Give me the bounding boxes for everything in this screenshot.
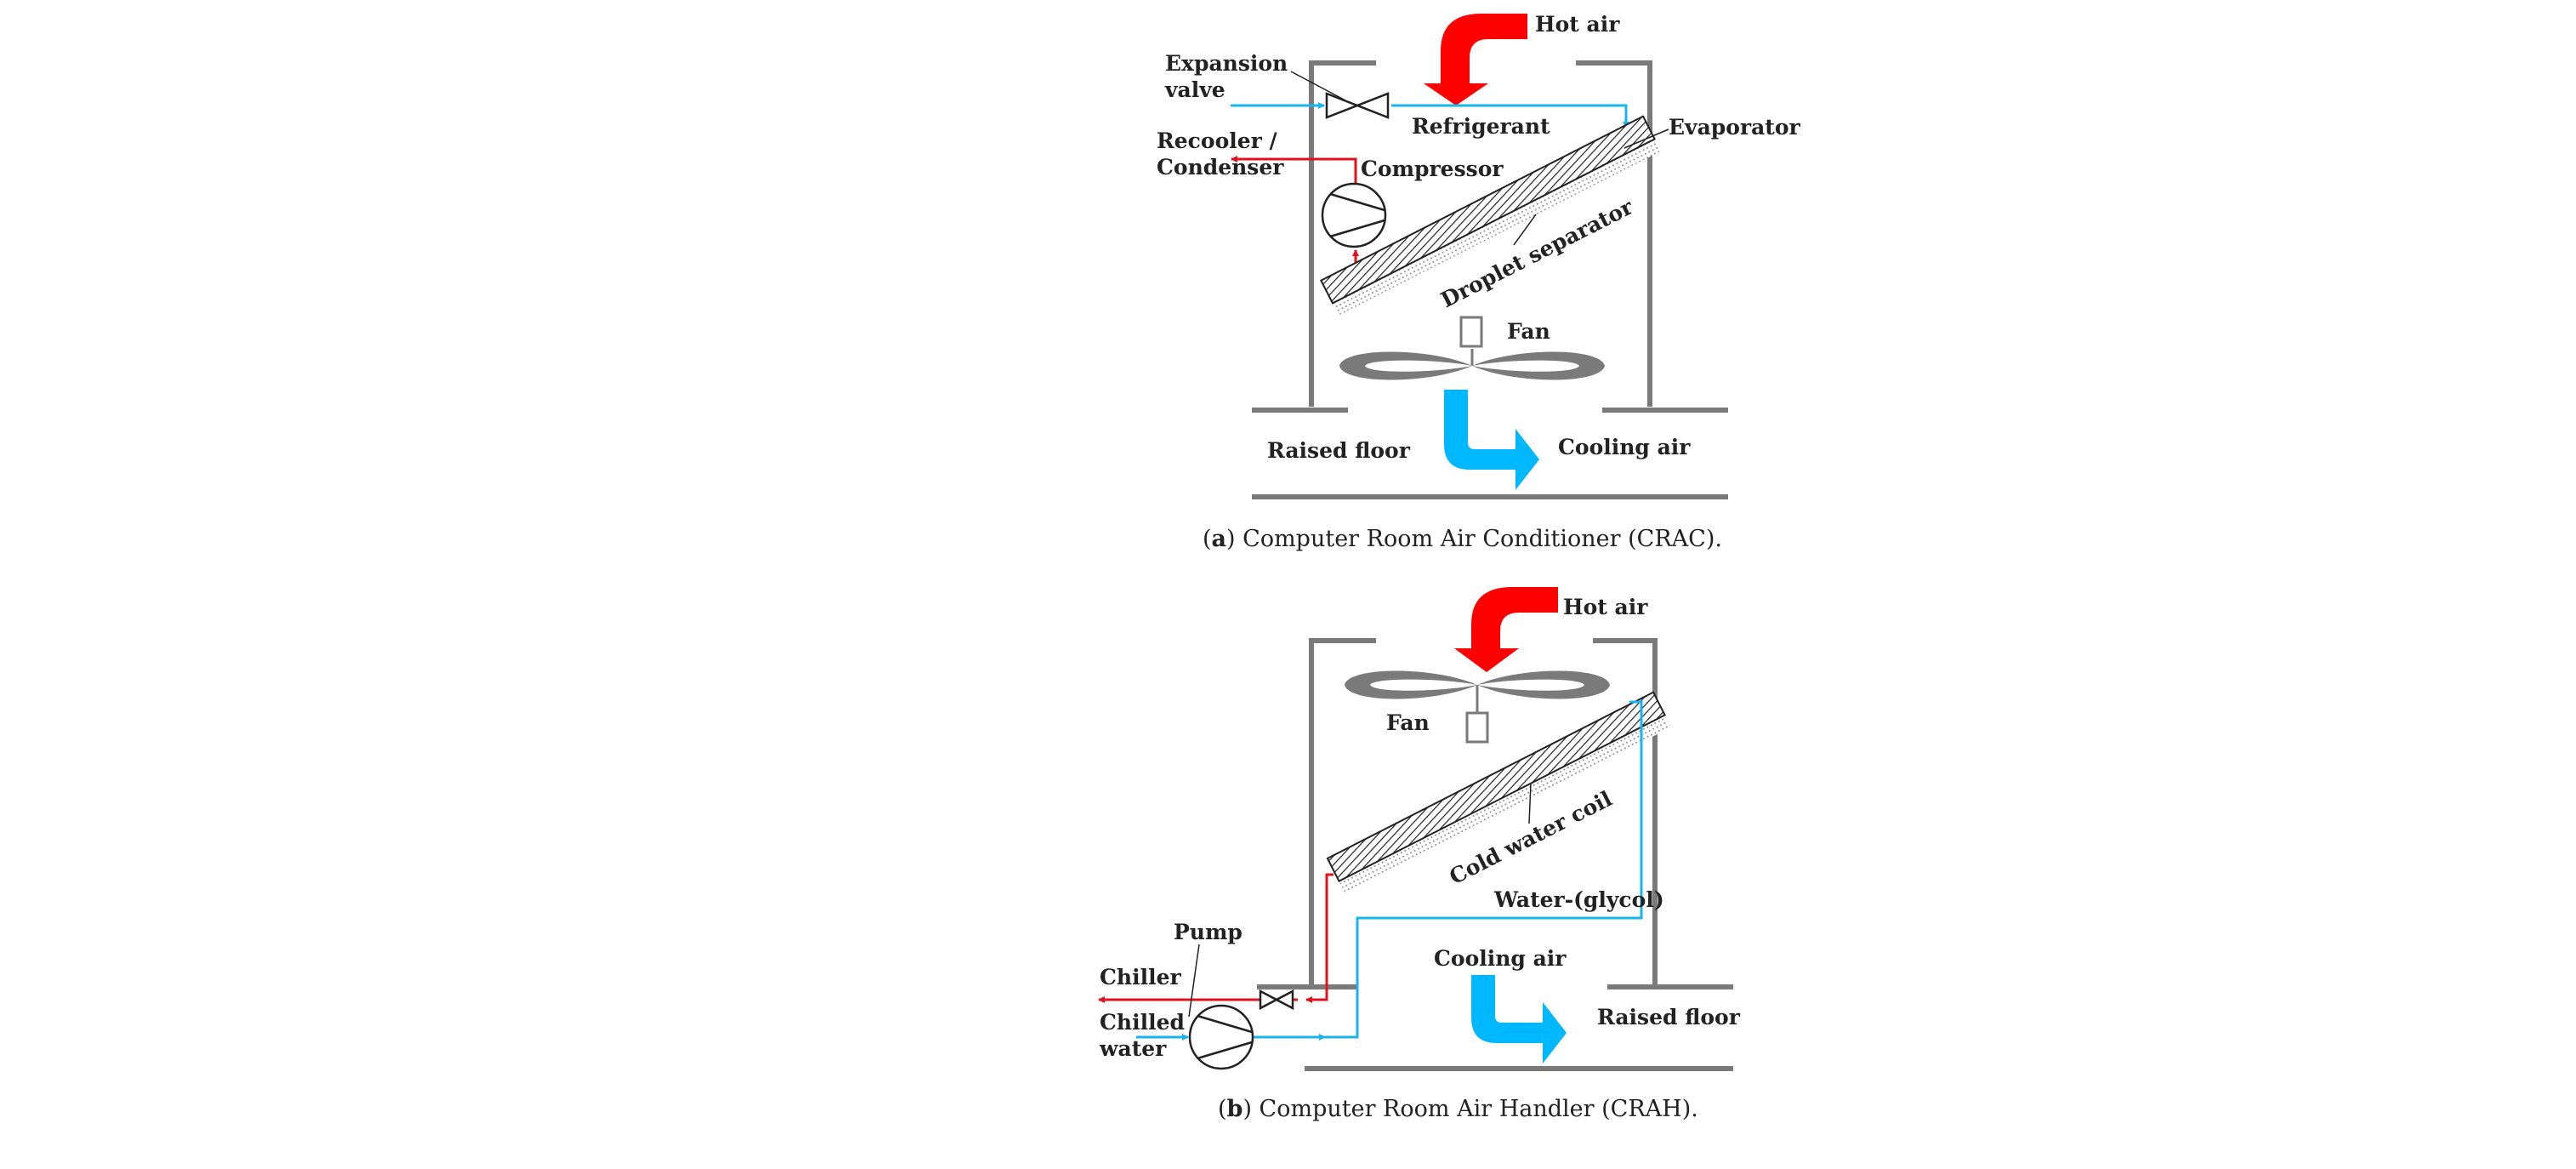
crah-raised-floor-label: Raised floor <box>1597 1005 1741 1029</box>
expansion-valve-label: Expansion <box>1165 51 1288 76</box>
evaporator-label: Evaporator <box>1669 115 1801 140</box>
crah-hot-air-label: Hot air <box>1563 595 1648 619</box>
chilled-water-label-2: water <box>1099 1036 1167 1061</box>
compressor-icon <box>1321 182 1387 248</box>
crah-valve-icon <box>1259 989 1294 1011</box>
cold-water-coil <box>1326 691 1671 893</box>
crah-housing <box>1257 638 1733 1071</box>
refrigerant-label: Refrigerant <box>1412 114 1550 139</box>
chiller-label: Chiller <box>1100 965 1181 989</box>
crac-leader-lines <box>1290 71 1669 246</box>
crah-fan-label: Fan <box>1386 710 1430 735</box>
crac-raised-floor-label: Raised floor <box>1267 438 1411 463</box>
crah-cooling-air-arrow <box>1471 975 1567 1064</box>
evaporator-coil <box>1320 115 1661 316</box>
crah-caption: (b) Computer Room Air Handler (CRAH). <box>1218 1096 1698 1122</box>
recooler-label: Recooler / <box>1157 128 1278 153</box>
crac-cooling-air-label: Cooling air <box>1558 435 1691 459</box>
condenser-label: Condenser <box>1157 155 1284 180</box>
crac-diagram: Hot air Expansion valve Refrigerant Evap… <box>1157 12 1801 552</box>
crac-caption: (a) Computer Room Air Conditioner (CRAC)… <box>1203 526 1722 552</box>
crah-diagram: Hot air Fan Cold water coil Water-(glyco… <box>1098 587 1741 1122</box>
crac-fan-label: Fan <box>1507 319 1550 344</box>
crah-leader-lines <box>1188 782 1532 1018</box>
crah-cooling-air-label: Cooling air <box>1434 946 1567 971</box>
crac-hot-air-arrow <box>1424 14 1527 105</box>
crac-hot-air-label: Hot air <box>1535 12 1620 37</box>
crac-cooling-air-arrow <box>1444 390 1539 490</box>
crah-fan-icon <box>1345 670 1610 744</box>
crac-housing <box>1252 60 1728 499</box>
pump-label: Pump <box>1174 920 1243 944</box>
expansion-valve-icon <box>1325 92 1390 119</box>
water-glycol-label: Water-(glycol) <box>1493 887 1664 912</box>
water-glycol-line <box>1136 700 1643 1041</box>
crah-hot-air-arrow <box>1454 587 1558 672</box>
crac-fan-icon <box>1339 316 1605 380</box>
compressor-label: Compressor <box>1361 157 1504 181</box>
pump-icon <box>1188 1004 1254 1070</box>
chilled-water-label: Chilled <box>1100 1010 1185 1035</box>
expansion-valve-label-2: valve <box>1164 77 1225 102</box>
